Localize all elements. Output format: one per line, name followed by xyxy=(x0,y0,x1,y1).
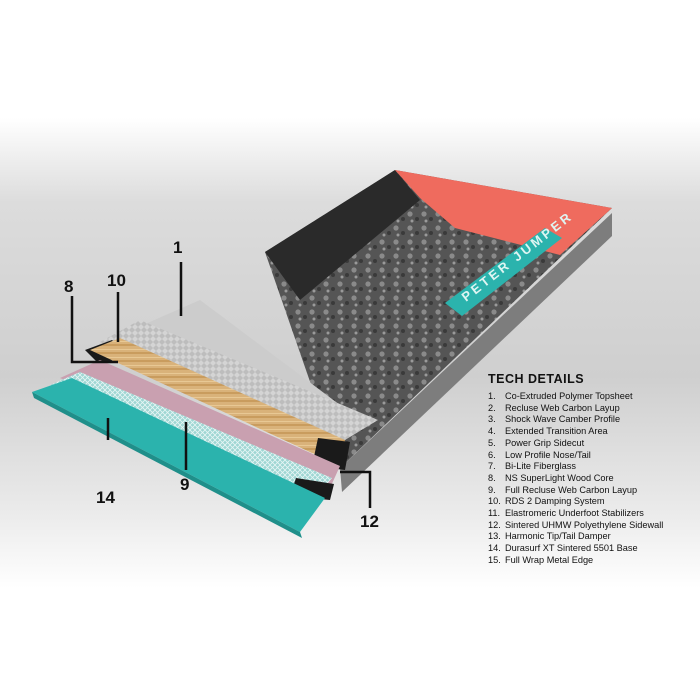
tech-item: 14.Durasurf XT Sintered 5501 Base xyxy=(488,543,638,554)
tech-item: 10.RDS 2 Damping System xyxy=(488,496,605,507)
tech-item: 6.Low Profile Nose/Tail xyxy=(488,449,591,460)
callout-10: 10 xyxy=(107,271,126,290)
wood-core xyxy=(90,338,345,466)
carbon-layer-top xyxy=(100,320,378,440)
tech-item: 9.Full Recluse Web Carbon Layup xyxy=(488,484,638,495)
board-side-edge xyxy=(340,213,612,492)
tech-item: 3.Shock Wave Camber Profile xyxy=(488,414,621,425)
tech-item: 12.Sintered UHMW Polyethylene Sidewall xyxy=(488,519,664,530)
tech-item: 8.NS SuperLight Wood Core xyxy=(488,472,614,483)
callout-8: 8 xyxy=(64,277,73,296)
callout-1: 1 xyxy=(173,238,182,257)
tech-item: 15.Full Wrap Metal Edge xyxy=(488,554,594,565)
tech-item: 5.Power Grip Sidecut xyxy=(488,437,585,448)
tech-details-title: TECH DETAILS xyxy=(488,372,585,386)
brand-stripe xyxy=(445,228,562,316)
base-layer xyxy=(32,378,325,532)
callout-12: 12 xyxy=(360,512,379,531)
callout-8-line xyxy=(70,296,118,364)
tech-details-list: 1.Co-Extruded Polymer Topsheet 2.Recluse… xyxy=(488,391,693,567)
tech-item: 13.Harmonic Tip/Tail Damper xyxy=(488,531,611,542)
tech-item: 11.Elastromeric Underfoot Stabilizers xyxy=(488,508,644,519)
tech-item: 4.Extended Transition Area xyxy=(488,426,608,437)
base-edge xyxy=(32,392,302,538)
tech-details-panel: TECH DETAILS 1.Co-Extruded Polymer Topsh… xyxy=(488,372,693,567)
tech-item: 2.Recluse Web Carbon Layup xyxy=(488,402,620,413)
callout-12-line xyxy=(340,470,372,508)
tech-item: 7.Bi-Lite Fiberglass xyxy=(488,461,576,472)
topsheet-coral-panel xyxy=(395,170,612,255)
callout-14: 14 xyxy=(96,488,115,507)
callout-9: 9 xyxy=(180,475,189,494)
topsheet-dark-panel xyxy=(265,170,420,300)
tech-item: 1.Co-Extruded Polymer Topsheet xyxy=(488,391,633,401)
